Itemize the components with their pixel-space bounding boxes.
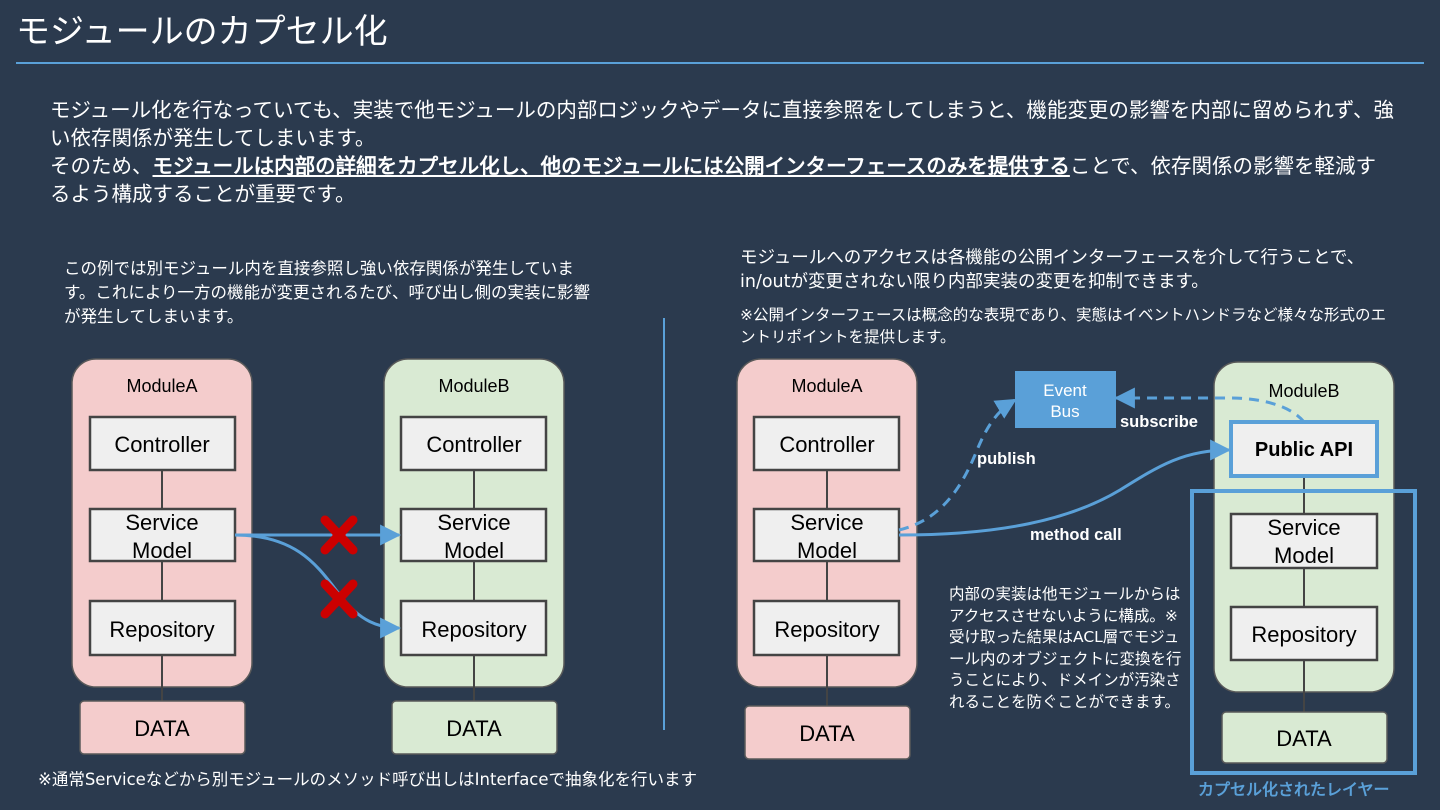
publish-label: publish bbox=[977, 450, 1036, 468]
svg-text:Model: Model bbox=[797, 538, 857, 563]
publish-arrow bbox=[898, 398, 1017, 532]
subscribe-arrow bbox=[1113, 387, 1306, 423]
svg-text:DATA: DATA bbox=[799, 721, 855, 746]
svg-text:DATA: DATA bbox=[134, 716, 190, 741]
module-a-title: ModuleA bbox=[791, 376, 862, 396]
svg-text:Repository: Repository bbox=[1251, 622, 1356, 647]
repository-box: Repository bbox=[752, 599, 901, 657]
left-description: この例では別モジュール内を直接参照し強い依存関係が発生しています。これにより一方… bbox=[64, 259, 591, 326]
svg-text:Event: Event bbox=[1043, 381, 1087, 400]
blocked-cross-icon bbox=[320, 515, 358, 555]
intro-emphasis: モジュールは内部の詳細をカプセル化し、他のモジュールには公開インターフェースのみ… bbox=[152, 154, 1070, 178]
title-divider bbox=[16, 62, 1424, 64]
section-divider bbox=[663, 318, 665, 730]
right-module-b: ModuleB Public API Service Model Reposit… bbox=[1190, 361, 1417, 775]
right-module-a: ModuleA Controller Service Model Reposit… bbox=[736, 358, 918, 760]
page-title: モジュールのカプセル化 bbox=[16, 12, 388, 52]
svg-text:DATA: DATA bbox=[1276, 726, 1332, 751]
blocked-cross-icon bbox=[320, 579, 358, 619]
svg-text:Controller: Controller bbox=[114, 432, 209, 457]
encapsulated-layer-frame bbox=[1190, 489, 1417, 775]
method-call-arrow bbox=[898, 439, 1232, 537]
data-store: DATA bbox=[1221, 711, 1388, 764]
svg-text:DATA: DATA bbox=[446, 716, 502, 741]
svg-text:Service: Service bbox=[1267, 515, 1340, 540]
encapsulation-note: 内部の実装は他モジュールからはアクセスさせないように構成。※受け取った結果はAC… bbox=[949, 585, 1182, 711]
event-bus: Event Bus bbox=[1015, 371, 1116, 428]
intro-text: モジュール化を行なっていても、実装で他モジュールの内部ロジックやデータに直接参照… bbox=[50, 96, 1395, 208]
svg-text:Service: Service bbox=[437, 510, 510, 535]
svg-text:Repository: Repository bbox=[109, 617, 214, 642]
module-a-title: ModuleA bbox=[126, 376, 197, 396]
intro-line-2: そのため、モジュールは内部の詳細をカプセル化し、他のモジュールには公開インターフ… bbox=[50, 152, 1395, 208]
public-api-box: Public API bbox=[1229, 420, 1379, 478]
svg-text:Service: Service bbox=[125, 510, 198, 535]
subscribe-label: subscribe bbox=[1120, 413, 1198, 431]
module-b-title: ModuleB bbox=[1268, 381, 1339, 401]
svg-text:Public API: Public API bbox=[1255, 439, 1353, 461]
direct-reference-arrows bbox=[234, 515, 402, 639]
service-model-box: Service Model bbox=[88, 507, 237, 563]
svg-text:Repository: Repository bbox=[774, 617, 879, 642]
svg-text:Model: Model bbox=[132, 538, 192, 563]
intro-line-1: モジュール化を行なっていても、実装で他モジュールの内部ロジックやデータに直接参照… bbox=[50, 98, 1394, 150]
encapsulated-layer-label: カプセル化されたレイヤー bbox=[1198, 780, 1390, 799]
repository-box: Repository bbox=[88, 599, 237, 657]
footnote: ※通常Serviceなどから別モジュールのメソッド呼び出しはInterfaceで… bbox=[38, 770, 698, 789]
data-store: DATA bbox=[79, 700, 246, 755]
svg-text:Controller: Controller bbox=[426, 432, 521, 457]
controller-box: Controller bbox=[399, 415, 548, 472]
right-arrows: publish subscribe method call bbox=[898, 387, 1306, 544]
left-module-b: ModuleB Controller Service Model Reposit… bbox=[383, 358, 565, 755]
controller-box: Controller bbox=[752, 415, 901, 472]
data-store: DATA bbox=[744, 705, 911, 760]
service-model-box: Service Model bbox=[1229, 512, 1379, 570]
right-description: モジュールへのアクセスは各機能の公開インターフェースを介して行うことで、in/o… bbox=[740, 248, 1365, 292]
svg-text:Controller: Controller bbox=[779, 432, 874, 457]
controller-box: Controller bbox=[88, 415, 237, 472]
intro-line-2-suffix: ことで、依存関係の影響を軽減するよう構成することが重要です。 bbox=[50, 154, 1376, 206]
repository-box: Repository bbox=[399, 599, 548, 657]
left-module-a: ModuleA Controller Service Model Reposit… bbox=[71, 358, 253, 755]
right-note: ※公開インターフェースは概念的な表現であり、実態はイベントハンドラなど様々な形式… bbox=[740, 306, 1387, 346]
svg-text:Repository: Repository bbox=[421, 617, 526, 642]
service-model-box: Service Model bbox=[399, 507, 548, 563]
repository-box: Repository bbox=[1229, 605, 1379, 662]
svg-text:Service: Service bbox=[790, 510, 863, 535]
svg-text:Model: Model bbox=[1274, 543, 1334, 568]
intro-line-2-prefix: そのため、 bbox=[50, 154, 153, 178]
method-call-label: method call bbox=[1030, 526, 1122, 544]
data-store: DATA bbox=[391, 700, 558, 755]
svg-text:Model: Model bbox=[444, 538, 504, 563]
svg-text:Bus: Bus bbox=[1050, 402, 1079, 421]
module-b-title: ModuleB bbox=[438, 376, 509, 396]
service-model-box: Service Model bbox=[752, 507, 901, 563]
